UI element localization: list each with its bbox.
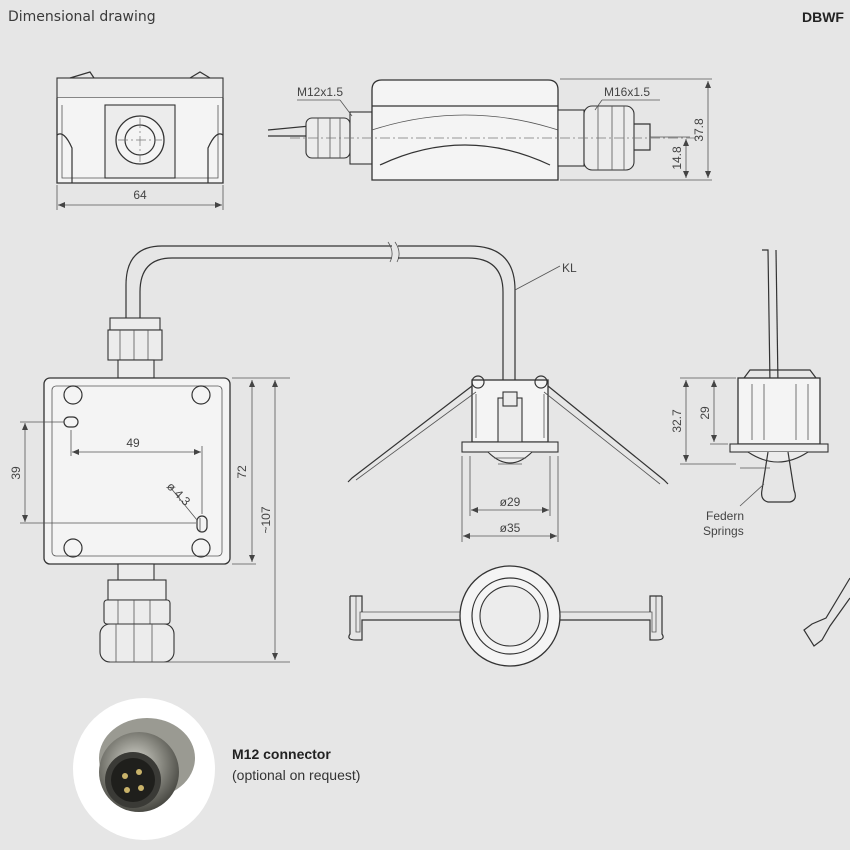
junction-box [20, 317, 290, 663]
dim-side-32-7: 32.7 [670, 409, 684, 433]
sensor-side-view [680, 249, 829, 507]
dim-thread-m12: M12x1.5 [297, 85, 343, 99]
dim-total-107: ~107 [259, 506, 273, 533]
dim-width-64: 64 [133, 188, 147, 202]
dim-box-72: 72 [235, 465, 249, 479]
sensor-top-view [348, 565, 664, 667]
m12-connector-photo [73, 698, 215, 840]
model-code: DBWF [802, 9, 844, 25]
side-view [267, 78, 712, 181]
page-title: Dimensional drawing [8, 9, 156, 25]
dim-thread-m16: M16x1.5 [604, 85, 650, 99]
tool-icon [803, 577, 850, 647]
dim-hole-39: 39 [9, 466, 23, 480]
front-view [56, 71, 224, 210]
dim-diameter-35: ø35 [500, 521, 521, 535]
dim-side-29: 29 [698, 406, 712, 420]
dim-hole-49: 49 [126, 436, 140, 450]
sensor-cable [125, 241, 561, 382]
springs-label-de: Federn [706, 509, 744, 523]
dim-height-14-8: 14.8 [670, 146, 684, 170]
springs-label-en: Springs [703, 524, 744, 538]
sensor-head [347, 375, 669, 542]
connector-subtitle: (optional on request) [232, 767, 361, 783]
dim-cable-kl: KL [562, 261, 577, 275]
connector-title: M12 connector [232, 746, 331, 762]
dim-diameter-29: ø29 [500, 495, 521, 509]
dim-height-37-8: 37.8 [692, 118, 706, 142]
